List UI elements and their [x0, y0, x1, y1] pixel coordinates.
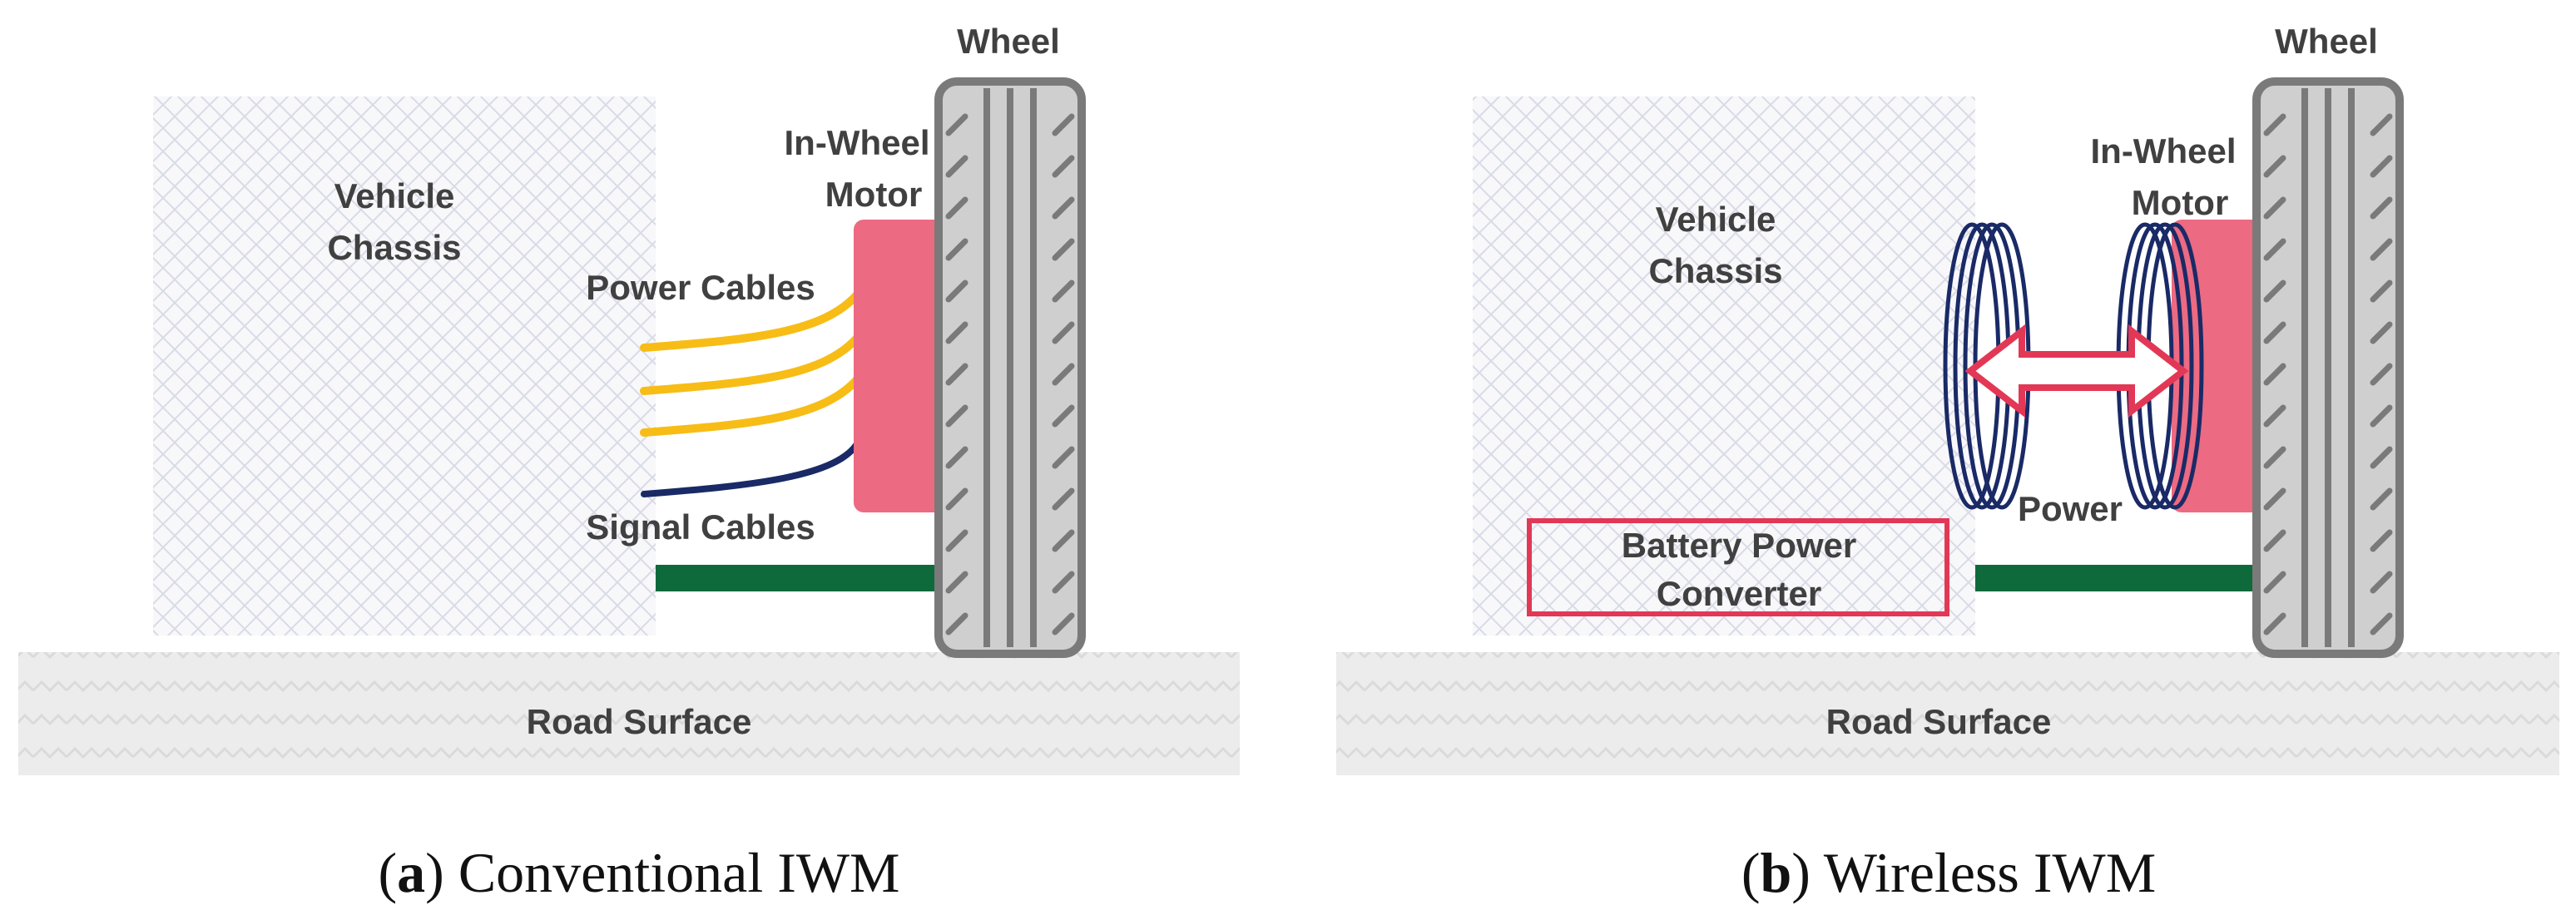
vehicle-chassis-b: [1473, 96, 1975, 636]
caption-a: (a) Conventional IWM: [379, 841, 900, 904]
road-surface-b: [1336, 652, 2559, 775]
chassis-label-a-1: Vehicle: [334, 176, 455, 215]
wheel-label-a: Wheel: [957, 22, 1060, 61]
wheel-a: [934, 77, 1086, 658]
chassis-label-a-2: Chassis: [327, 228, 461, 267]
wheel-b: [2252, 77, 2404, 658]
caption-a-letter: a: [397, 841, 425, 904]
power-transfer-arrow: [1964, 324, 2189, 418]
power-cable-a-2: [640, 332, 863, 395]
road-label-b: Road Surface: [1826, 702, 2052, 741]
motor-label-b-1: In-Wheel: [2091, 131, 2237, 171]
wheel-label-b: Wheel: [2275, 22, 2378, 61]
panel-a: Road Surface Vehicle Chassis Power Cable…: [18, 22, 1240, 904]
road-surface-a: [18, 652, 1240, 775]
converter-label-2: Converter: [1657, 574, 1821, 613]
caption-b-letter: b: [1760, 841, 1791, 904]
caption-a-text: Conventional IWM: [458, 841, 900, 904]
chassis-label-b-1: Vehicle: [1656, 200, 1776, 239]
chassis-label-b-2: Chassis: [1648, 251, 1782, 290]
motor-label-a-2: Motor: [825, 175, 923, 214]
road-label-a: Road Surface: [527, 702, 752, 741]
signal-cable-a: [641, 438, 862, 497]
panel-b: Road Surface Vehicle Chassis Battery Pow…: [1336, 22, 2559, 904]
power-cable-a-3: [640, 373, 863, 437]
power-cables-label-a: Power Cables: [586, 268, 815, 307]
in-wheel-motor-a: [854, 220, 952, 512]
caption-b: (b) Wireless IWM: [1741, 841, 2156, 904]
motor-label-a-1: In-Wheel: [785, 123, 930, 162]
signal-cables-label-a: Signal Cables: [586, 507, 815, 547]
axle-a: [656, 565, 947, 591]
converter-label-1: Battery Power: [1622, 526, 1856, 565]
motor-label-b-2: Motor: [2132, 183, 2229, 222]
battery-power-converter: [1527, 518, 1949, 616]
caption-b-text: Wireless IWM: [1824, 841, 2156, 904]
axle-b: [1975, 565, 2263, 591]
vehicle-chassis-a: [153, 96, 656, 636]
power-label-b: Power: [2018, 489, 2123, 528]
power-cable-a-1: [640, 289, 863, 352]
